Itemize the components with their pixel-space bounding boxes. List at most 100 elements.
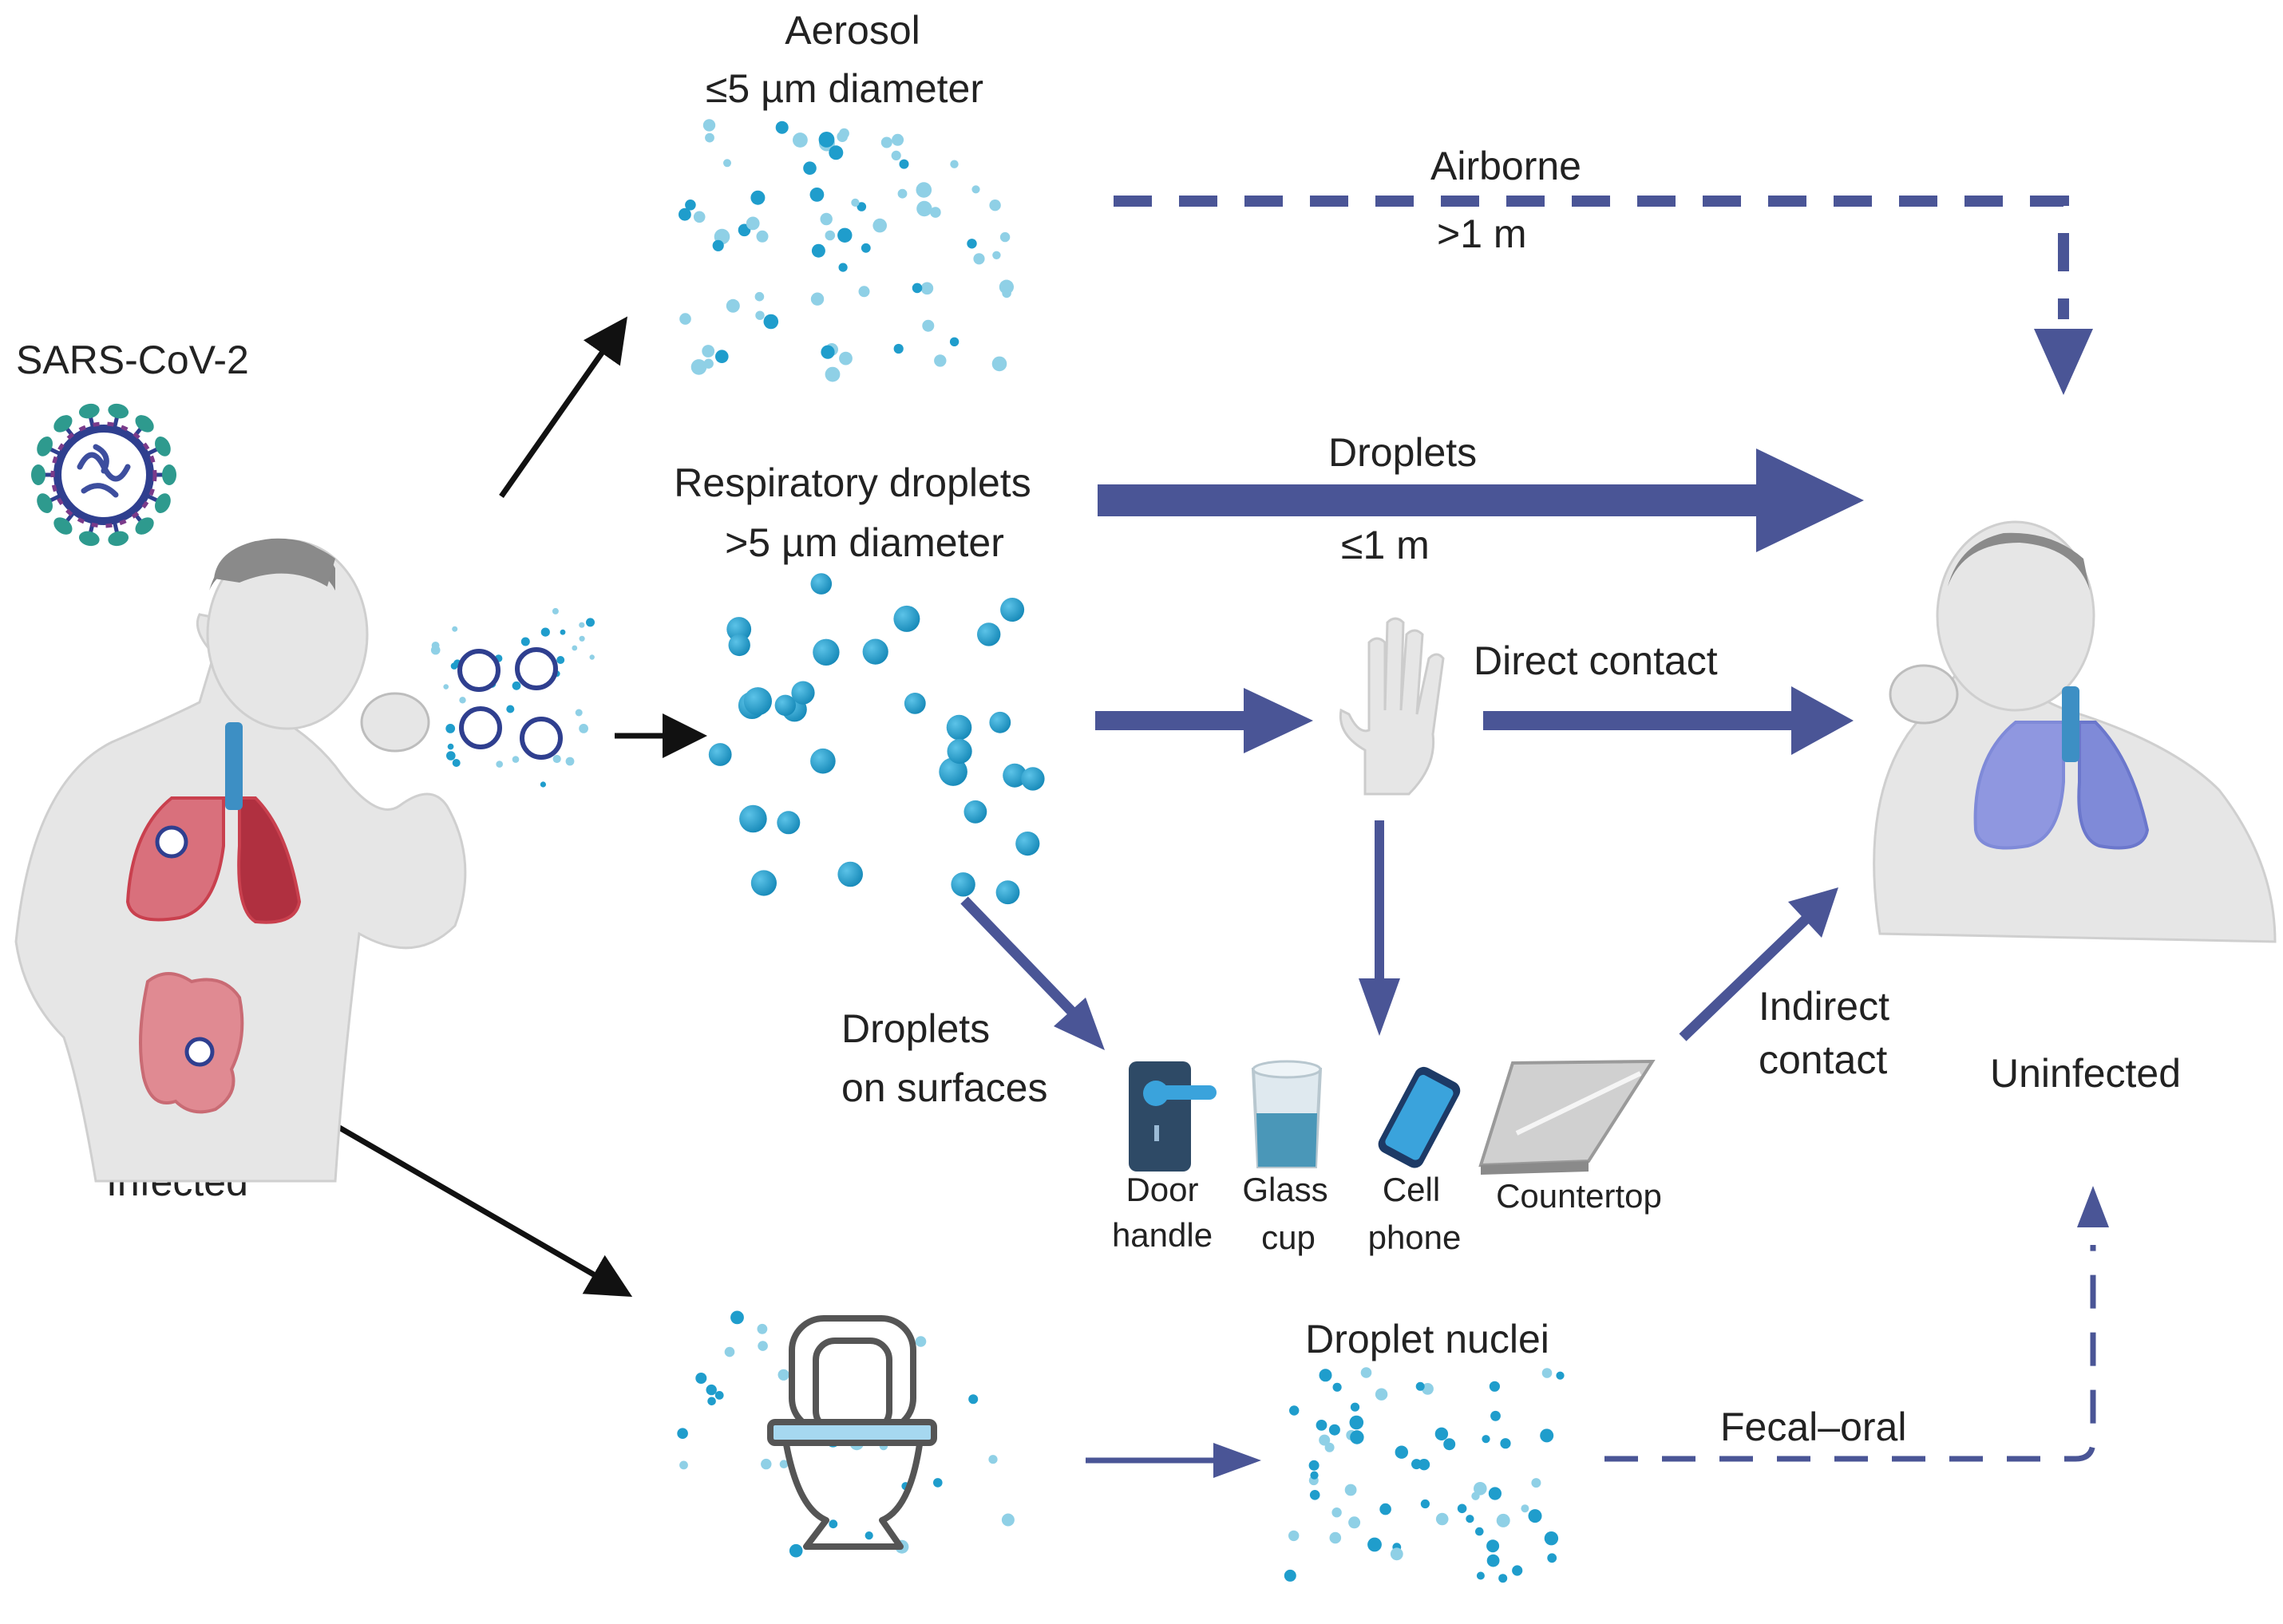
particle [837,861,863,887]
indirect-contact-shaft [1679,915,1810,1041]
toilet-to-nuclei-head [1213,1443,1261,1478]
particle [579,724,588,733]
particle [1556,1371,1565,1380]
particle [572,645,578,651]
glass-label-line1: Glass [1242,1171,1327,1208]
particle [1360,1367,1372,1378]
particle [447,743,454,750]
phone-label-line1: Cell [1383,1171,1440,1208]
particle [810,748,836,774]
particle [1531,1478,1541,1488]
particle [715,350,729,364]
particle [1544,1531,1559,1546]
airborne-distance: >1 m [1437,211,1527,256]
particle [999,231,1011,243]
cough-spray-particles [430,607,595,788]
particle [702,345,715,358]
droplets-to-surface-shaft [960,896,1078,1017]
particle [813,638,840,666]
particle [857,202,867,211]
particle [755,310,765,320]
virus-spike-tip [155,493,171,513]
particle [837,227,853,243]
particle [728,634,750,657]
particle [1457,1503,1467,1514]
particle [899,159,909,169]
particle [743,687,773,716]
particle [803,161,817,175]
particle [724,1346,735,1357]
particle [1482,1435,1490,1444]
particle [1443,1438,1456,1451]
particle [1471,1492,1480,1500]
particle [763,314,779,330]
airborne-route-arrow [1114,196,2069,319]
particle [560,629,566,635]
particle [1344,1484,1357,1496]
particle [579,635,585,642]
particle [858,286,870,298]
particle [730,1310,744,1325]
particle [1488,1487,1502,1500]
countertop-icon [1478,1059,1656,1175]
particle [706,1384,717,1396]
droplets-to-hand-head [1244,688,1313,753]
particle [695,1373,707,1384]
particle [459,697,466,704]
particle [934,354,947,367]
particle [708,743,732,766]
particle [714,1391,724,1400]
virus-spike-tip [108,531,129,547]
direct-contact-head [1791,686,1854,755]
particle [1435,1512,1449,1526]
direct-contact-label: Direct contact [1474,638,1718,683]
particle [1490,1410,1501,1421]
particle [512,756,520,763]
particle [865,1531,873,1540]
infected-person-illustration [14,538,467,1183]
aerosol-size: ≤5 µm diameter [706,66,983,111]
particle [892,133,904,146]
aerosol-title: Aerosol [785,8,920,53]
particle [1001,1513,1015,1527]
particle [685,199,696,211]
particle [922,319,935,332]
particle [1021,767,1045,791]
particle [904,693,926,714]
particle [829,145,844,160]
droplets-arrow-shaft [1098,484,1760,516]
respiratory-size: >5 µm diameter [725,520,1004,565]
particle [880,136,892,148]
particle [811,243,825,258]
particle [1308,1460,1320,1471]
particle [915,1336,927,1347]
particle [829,1519,838,1529]
particle [726,298,740,313]
particle [1411,1459,1422,1470]
particle [818,132,835,148]
particle [1512,1565,1523,1576]
particle [1418,1459,1430,1471]
particle [430,645,441,655]
particle [1547,1553,1557,1563]
particle [946,714,972,741]
particle [789,1543,803,1558]
particle [1332,1382,1342,1392]
particle [1466,1515,1474,1523]
droplet-nuclei-particles [1284,1367,1565,1583]
respiratory-title: Respiratory droplets [674,460,1031,505]
particle [933,1478,943,1488]
toilet-icon [767,1315,937,1550]
particle [951,872,975,897]
particle [761,1458,772,1470]
particle [1395,1445,1409,1459]
virus-spike-tip [135,517,154,535]
particle [893,605,920,632]
particle [690,359,707,375]
countertop-label: Countertop [1496,1177,1662,1215]
particle [1486,1554,1500,1567]
airborne-label: Airborne [1430,144,1581,188]
particle [565,757,575,766]
particle [977,622,1001,646]
